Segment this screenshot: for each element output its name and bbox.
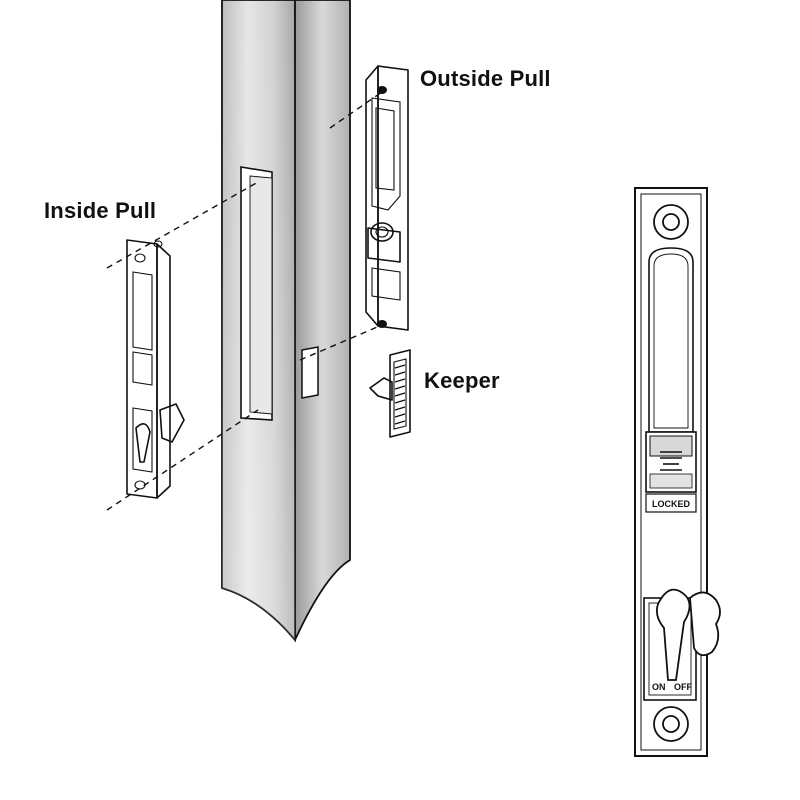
keeper-slots bbox=[394, 364, 406, 425]
latch-lever-assembly: ON OFF bbox=[643, 588, 721, 701]
finger-pull-recess bbox=[648, 247, 694, 433]
inside-pull-part bbox=[126, 239, 185, 499]
inside-pull-lever bbox=[135, 423, 151, 463]
outside-pull-cylinder bbox=[370, 222, 394, 242]
alignment-lines bbox=[106, 91, 383, 511]
outside-pull-part bbox=[365, 65, 409, 331]
outside-pull-label: Outside Pull bbox=[420, 66, 551, 91]
keeper-cutout bbox=[301, 346, 319, 399]
inside-pull-front-view: LOCKED ON OFF bbox=[634, 187, 721, 757]
lever-on-label: ON bbox=[652, 682, 666, 692]
inside-pull-label: Inside Pull bbox=[44, 198, 156, 223]
door-frame bbox=[221, 0, 351, 643]
bottom-screw-hole-icon bbox=[653, 706, 689, 742]
latch-lever-icon bbox=[655, 588, 691, 681]
keeper-label: Keeper bbox=[424, 368, 500, 393]
slide-lock-button bbox=[645, 431, 697, 493]
lever-off-label: OFF bbox=[674, 682, 692, 692]
door-frame-side bbox=[294, 0, 351, 641]
top-screw-hole-icon bbox=[653, 204, 689, 240]
locked-indicator-label: LOCKED bbox=[652, 499, 691, 509]
keeper-part bbox=[369, 349, 411, 438]
